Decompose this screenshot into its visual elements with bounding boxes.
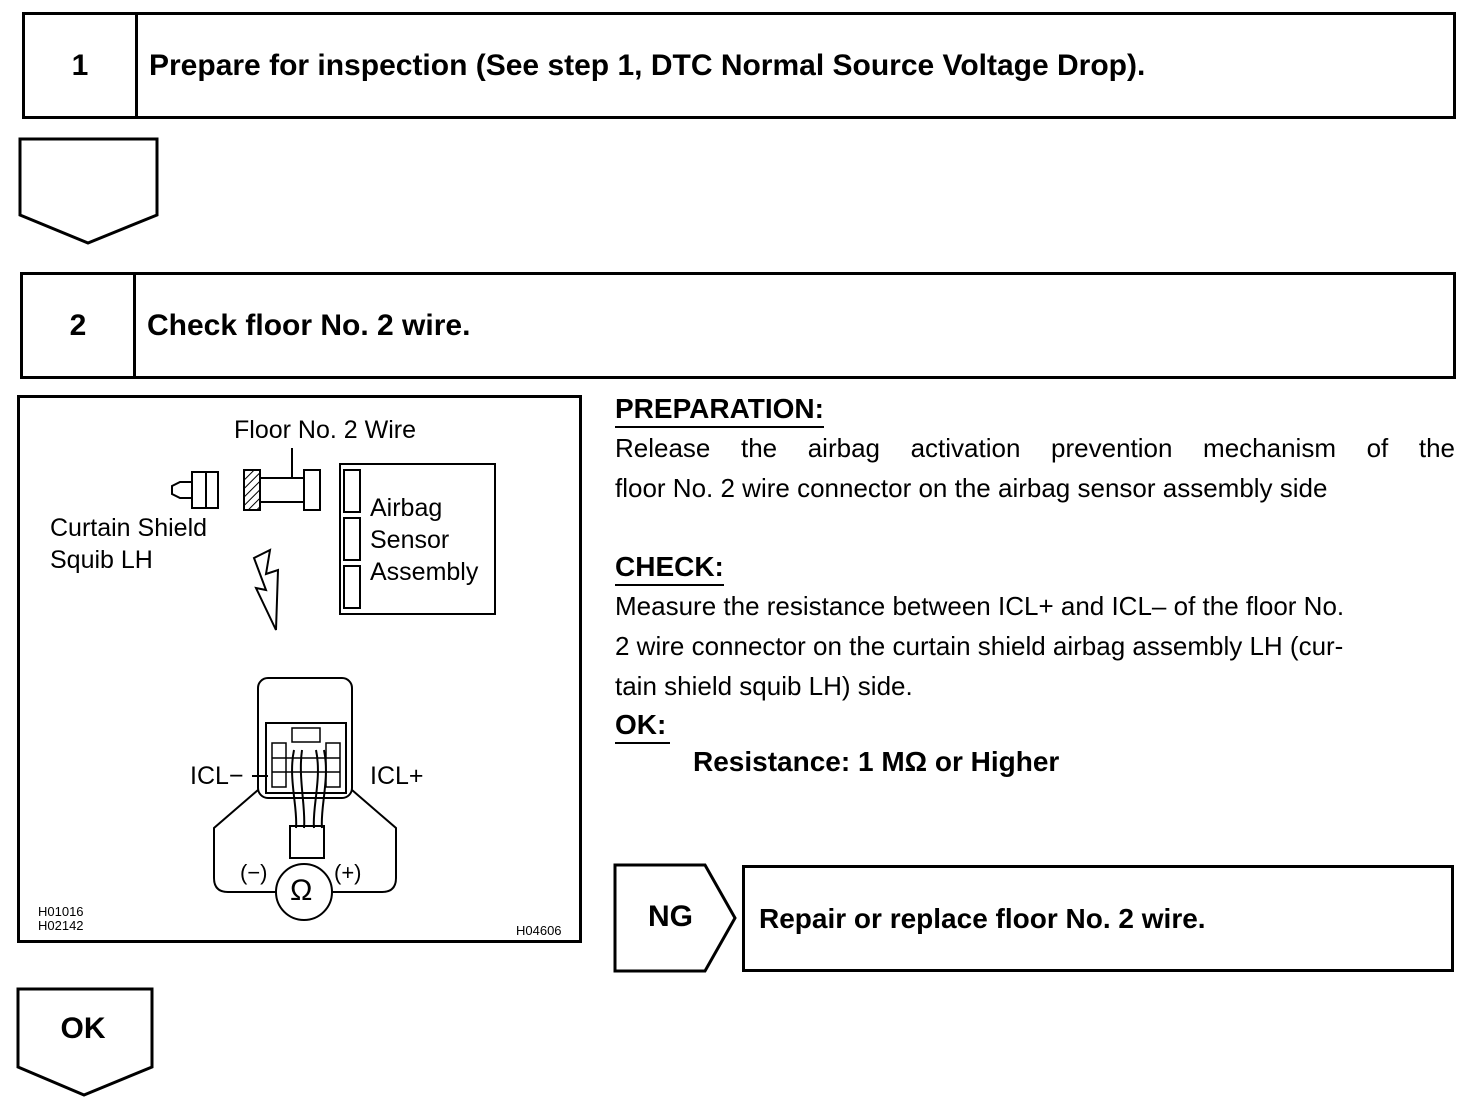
ok-arrow-icon — [16, 987, 154, 1097]
ok-heading: OK: — [615, 708, 670, 744]
check-text: Measure the resistance between ICL+ and … — [615, 586, 1455, 706]
step-1-number: 1 — [25, 15, 138, 116]
icl-plus-label: ICL+ — [370, 762, 424, 790]
airbag-sensor-label-line2: Sensor — [370, 526, 450, 554]
step-2-title: Check floor No. 2 wire. — [147, 308, 471, 342]
connector-illustration — [171, 448, 496, 921]
step-1-box: 1 Prepare for inspection (See step 1, DT… — [22, 12, 1456, 119]
check-line-1: Measure the resistance between ICL+ and … — [615, 591, 1345, 621]
minus-terminal-label: (−) — [240, 860, 268, 885]
airbag-sensor-label-line1: Airbag — [370, 494, 443, 522]
wiring-diagram-figure: Floor No. 2 Wire Curtain Shield Squib LH… — [17, 395, 582, 943]
plus-terminal-label: (+) — [334, 860, 362, 885]
resistance-spec: Resistance: 1 MΩ or Higher — [693, 746, 1060, 777]
preparation-heading: PREPARATION: — [615, 392, 824, 428]
ng-action-box: Repair or replace floor No. 2 wire. — [742, 865, 1454, 972]
step-1-title: Prepare for inspection (See step 1, DTC … — [149, 48, 1146, 82]
ng-label: NG — [648, 900, 693, 933]
preparation-line-2: floor No. 2 wire connector on the airbag… — [615, 473, 1328, 503]
airbag-sensor-label-line3: Assembly — [370, 558, 479, 586]
figure-code-1: H01016 — [38, 904, 84, 919]
ok-label: OK — [60, 1012, 106, 1045]
preparation-text: Release the airbag activation prevention… — [615, 428, 1455, 508]
ohm-symbol: Ω — [290, 874, 313, 907]
ng-arrow-icon — [613, 863, 737, 973]
figure-code-3: H04606 — [516, 923, 562, 938]
check-line-3: tain shield squib LH) side. — [615, 671, 913, 701]
floor-wire-label: Floor No. 2 Wire — [234, 416, 416, 444]
curtain-shield-label-line1: Curtain Shield — [50, 514, 208, 542]
check-line-2: 2 wire connector on the curtain shield a… — [615, 631, 1344, 661]
curtain-shield-label-line2: Squib LH — [50, 546, 153, 574]
icl-minus-label: ICL− — [190, 762, 244, 790]
check-heading: CHECK: — [615, 550, 724, 586]
figure-code-2: H02142 — [38, 918, 84, 933]
step-2-number: 2 — [23, 275, 136, 376]
down-arrow-icon — [18, 137, 159, 245]
step-2-box: 2 Check floor No. 2 wire. — [20, 272, 1456, 379]
preparation-line-1: Release the airbag activation prevention… — [615, 433, 1455, 463]
